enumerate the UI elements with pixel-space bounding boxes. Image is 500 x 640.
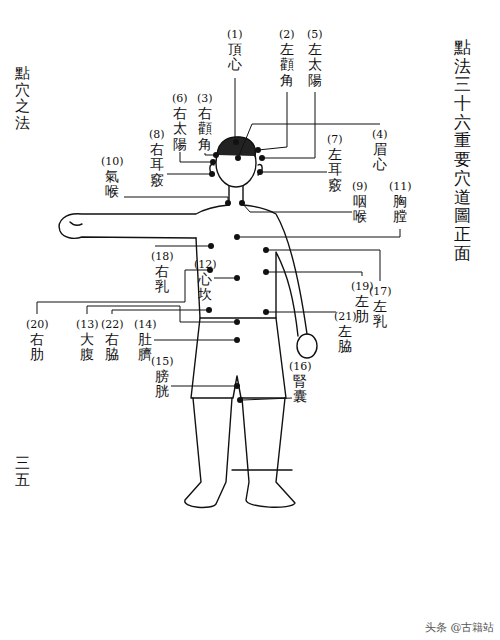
acupoint-name: 氣喉 <box>105 169 119 200</box>
acupoint-name: 右耳竅 <box>150 142 164 188</box>
acupoint-name: 咽喉 <box>353 194 367 225</box>
page-number: 三五 <box>15 455 30 488</box>
acupoint-name: 右肋 <box>30 332 44 363</box>
acupoint-name: 大腹 <box>80 332 94 363</box>
callout-number: (6) <box>172 92 188 105</box>
acupoint-name: 左肋 <box>355 294 369 325</box>
callout-number: (5) <box>307 28 323 41</box>
callout-number: (2) <box>279 28 295 41</box>
callout-number: (15) <box>151 355 174 368</box>
acupoint-name: 胸膛 <box>393 194 407 225</box>
acupoint-name: 心坎 <box>198 272 212 303</box>
acupoint-name: 腎囊 <box>293 374 307 405</box>
acupoint-name: 左乳 <box>373 299 387 330</box>
callout-number: (18) <box>151 250 174 263</box>
callout-number: (11) <box>389 180 412 193</box>
acupoint-name: 左顴角 <box>280 42 294 88</box>
callout-number: (16) <box>289 360 312 373</box>
acupoint-name: 肚臍 <box>138 332 152 363</box>
margin-heading: 點穴之法 <box>15 65 30 131</box>
acupoint-name: 左耳竅 <box>328 147 342 193</box>
acupoint-name: 左太陽 <box>308 42 322 88</box>
callout-number: (14) <box>134 318 157 331</box>
callout-number: (9) <box>352 180 368 193</box>
callout-number: (8) <box>149 128 165 141</box>
callout-number: (19) <box>351 280 374 293</box>
callout-number: (21) <box>334 310 357 323</box>
callout-number: (3) <box>197 92 213 105</box>
callout-number: (13) <box>76 318 99 331</box>
callout-number: (22) <box>101 318 124 331</box>
acupoint-name: 頂心 <box>228 42 242 73</box>
callout-number: (20) <box>26 318 49 331</box>
acupoint-name: 膀胱 <box>155 369 169 400</box>
acupoint-name: 右顴角 <box>198 106 212 152</box>
callout-number: (12) <box>194 258 217 271</box>
callout-number: (7) <box>327 133 343 146</box>
callout-number: (10) <box>101 155 124 168</box>
page-title: 點法三十六重要穴道圖正面 <box>454 38 471 262</box>
watermark: 头条 @古籍站 <box>425 620 495 635</box>
acupoint-name: 左脇 <box>338 324 352 355</box>
callout-number: (1) <box>227 28 243 41</box>
acupoint-name: 右乳 <box>155 264 169 295</box>
acupoint-name: 眉心 <box>373 142 387 173</box>
acupoint-name: 右脇 <box>105 332 119 363</box>
acupoint-name: 右太陽 <box>173 106 187 152</box>
callout-number: (4) <box>372 128 388 141</box>
